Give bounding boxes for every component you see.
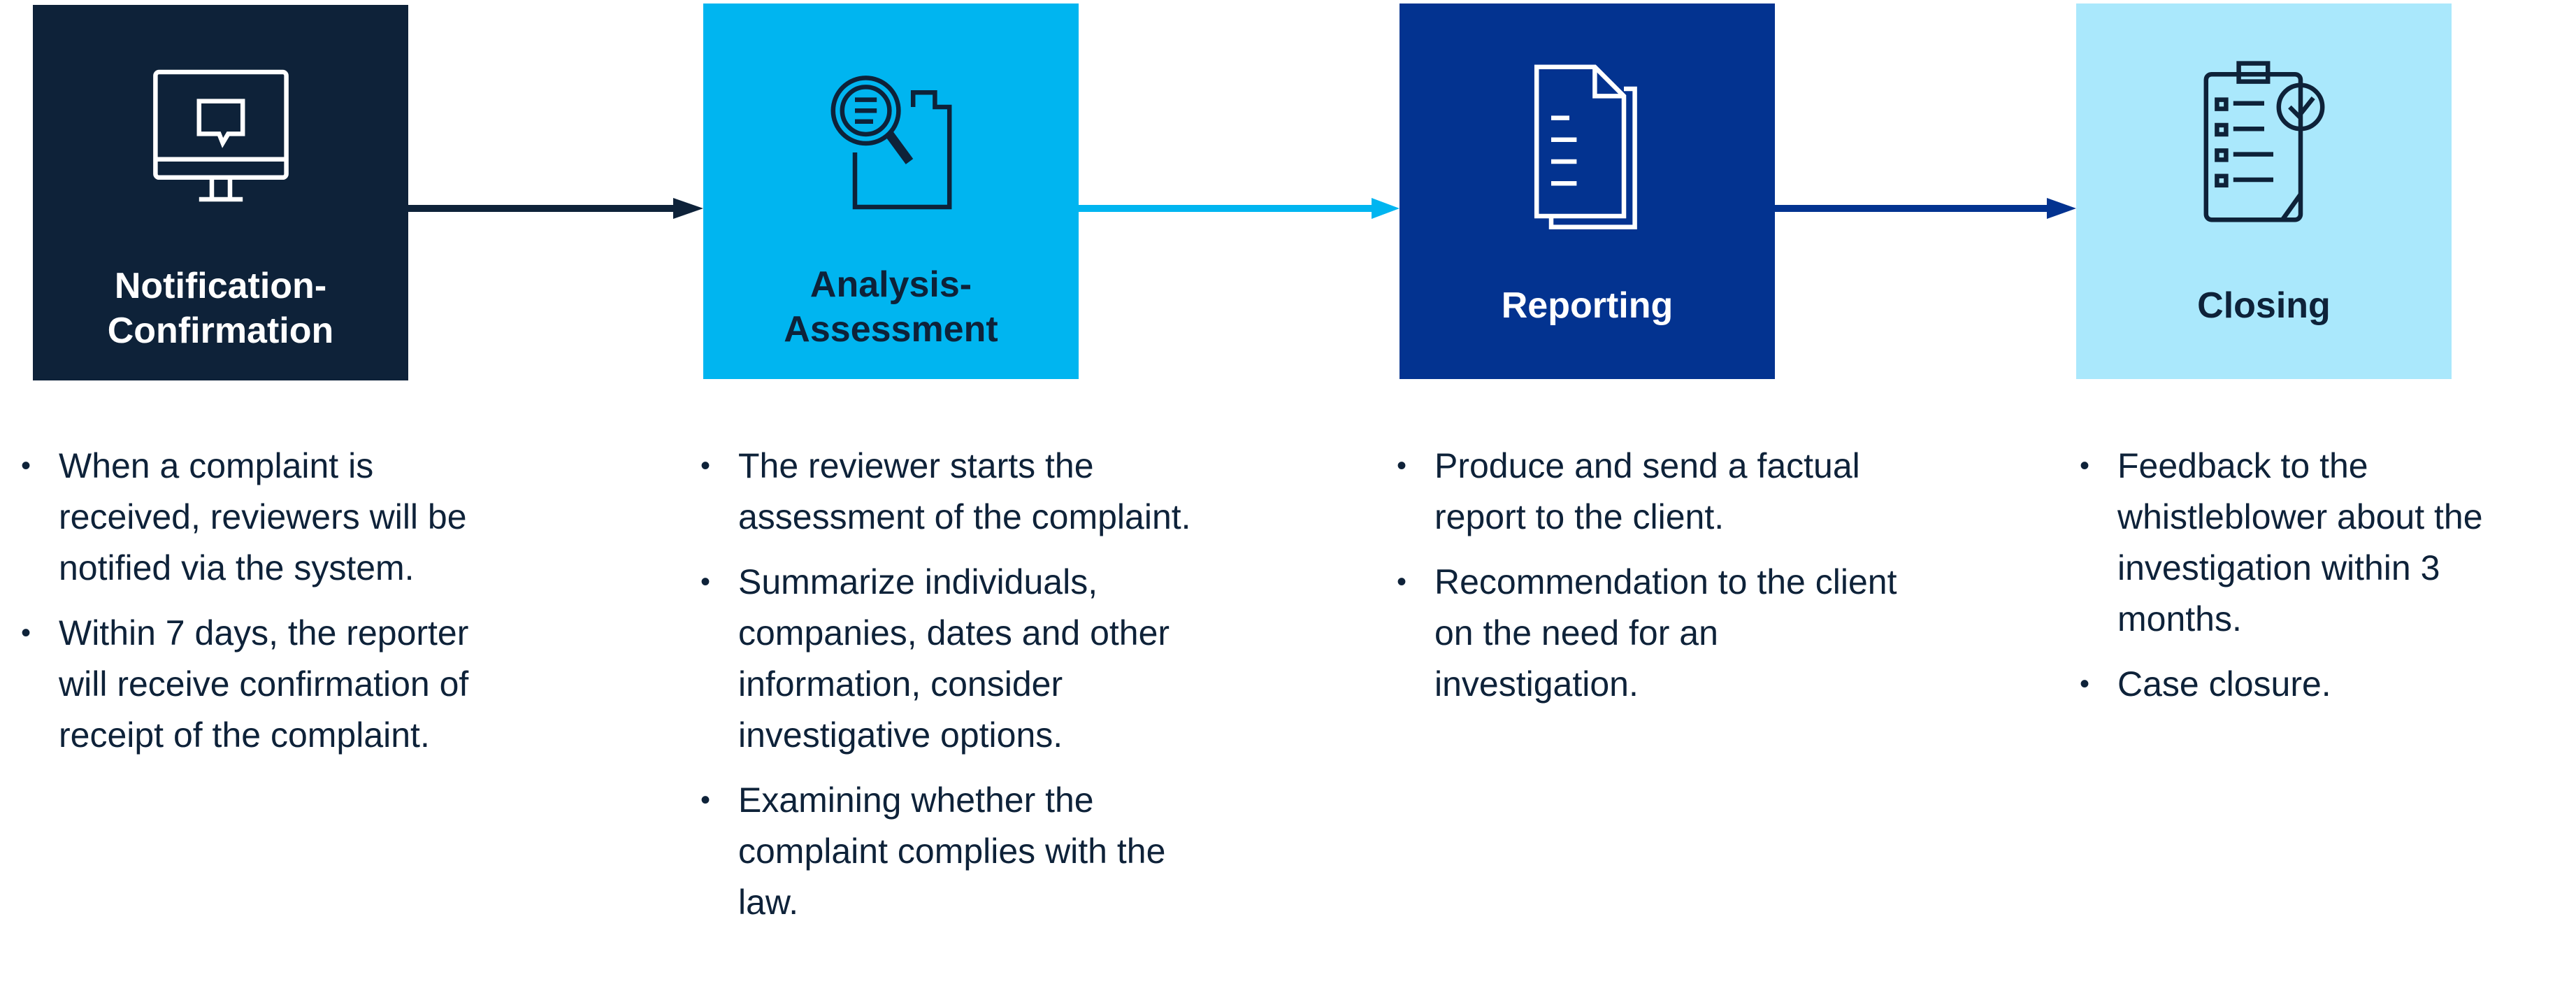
bullet-item: The reviewer starts the assessment of th… xyxy=(700,441,1232,543)
step-analysis-assessment: Analysis- Assessment xyxy=(703,3,1079,379)
step-closing: Closing xyxy=(2076,3,2452,379)
step-notification-confirmation: Notification- Confirmation xyxy=(33,5,408,380)
bullet-item: Summarize individuals, companies, dates … xyxy=(700,557,1232,761)
bullet-item: Examining whether the complaint complies… xyxy=(700,775,1232,928)
documents-icon xyxy=(1534,64,1637,229)
bullet-item: Case closure. xyxy=(2080,659,2569,710)
magnifier-folder-icon xyxy=(830,76,951,210)
clipboard-check-icon xyxy=(2203,61,2324,222)
bullet-item: Recommendation to the client on the need… xyxy=(1397,557,1900,710)
monitor-chat-icon xyxy=(152,69,289,202)
step-3-details: Produce and send a factual report to the… xyxy=(1397,441,1900,724)
arrow-2-to-3 xyxy=(1078,198,1399,219)
arrow-3-to-4 xyxy=(1774,198,2076,219)
step-title: Analysis- Assessment xyxy=(784,264,998,350)
step-reporting: Reporting xyxy=(1399,3,1775,379)
bullet-item: Produce and send a factual report to the… xyxy=(1397,441,1900,543)
bullet-item: Feedback to the whistleblower about the … xyxy=(2080,441,2569,645)
bullet-item: When a complaint is received, reviewers … xyxy=(21,441,524,594)
bullet-item: Within 7 days, the reporter will receive… xyxy=(21,608,524,761)
step-4-details: Feedback to the whistleblower about the … xyxy=(2080,441,2569,724)
step-title: Reporting xyxy=(1501,285,1674,326)
step-title: Closing xyxy=(2197,285,2331,326)
step-1-details: When a complaint is received, reviewers … xyxy=(21,441,524,775)
arrow-1-to-2 xyxy=(408,198,703,219)
step-2-details: The reviewer starts the assessment of th… xyxy=(700,441,1232,942)
step-title: Notification- Confirmation xyxy=(107,266,334,351)
